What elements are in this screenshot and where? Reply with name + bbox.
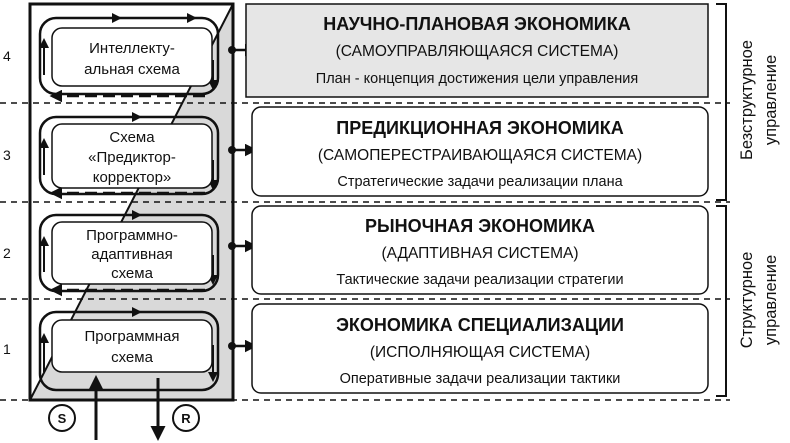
economy-box-1 (251, 303, 709, 394)
scheme-loop-4 (38, 16, 220, 96)
level-separators (0, 102, 730, 401)
scheme-box-4 (51, 27, 213, 87)
scheme-label-4-line-1: Интеллекту- (89, 40, 175, 57)
economy-system-4: (САМОУПРАВЛЯЮЩАЯСЯ СИСТЕМА) (336, 43, 619, 60)
level-number-3: 3 (3, 147, 11, 163)
input-r-label: R (181, 411, 191, 426)
connector-dot-4 (228, 46, 236, 54)
scheme-label-2-line-1: Программно- (86, 227, 178, 244)
economy-box-2 (251, 205, 709, 295)
scheme-label-3-line-3: корректор» (93, 169, 172, 186)
scheme-label-1-line-1: Программная (85, 328, 180, 345)
bracket-bottom (716, 205, 727, 397)
bracket-top (716, 3, 727, 201)
economy-box-3 (251, 106, 709, 197)
scheme-box-1 (51, 319, 213, 373)
economy-task-3: Стратегические задачи реализации плана (337, 174, 623, 190)
economy-title-1: ЭКОНОМИКА СПЕЦИАЛИЗАЦИИ (336, 315, 624, 335)
group-label-bottom-line-1: Структурное (738, 252, 756, 349)
economy-system-3: (САМОПЕРЕСТРАИВАЮЩАЯСЯ СИСТЕМА) (318, 147, 642, 164)
group-label-bottom-line-2: управление (762, 255, 780, 345)
scheme-label-3-line-2: «Предиктор- (88, 149, 176, 166)
scheme-label-4-line-2: альная схема (84, 61, 180, 78)
economy-task-4: План - концепция достижения цели управле… (316, 71, 638, 87)
economy-system-2: (АДАПТИВНАЯ СИСТЕМА) (381, 245, 578, 262)
scheme-label-2-line-2: адаптивная (91, 246, 173, 263)
economy-system-1: (ИСПОЛНЯЮЩАЯ СИСТЕМА) (370, 344, 590, 361)
input-r-circle (172, 404, 200, 432)
connector-dot-2 (228, 242, 236, 250)
connector-dot-1 (228, 342, 236, 350)
scheme-box-2 (51, 221, 213, 285)
scheme-label-2-line-3: схема (111, 265, 153, 282)
group-label-top-line-2: управление (762, 55, 780, 145)
economy-title-4: НАУЧНО-ПЛАНОВАЯ ЭКОНОМИКА (323, 14, 630, 34)
level-number-1: 1 (3, 341, 11, 357)
level-number-4: 4 (3, 48, 11, 64)
level-number-2: 2 (3, 245, 11, 261)
input-s-label: S (58, 411, 67, 426)
economy-title-3: ПРЕДИКЦИОННАЯ ЭКОНОМИКА (336, 118, 623, 138)
group-label-top-line-1: Безструктурное (738, 40, 756, 160)
scheme-box-3 (51, 123, 213, 189)
scheme-label-1-line-2: схема (111, 349, 153, 366)
economy-task-1: Оперативные задачи реализации тактики (340, 371, 621, 387)
connector-dot-3 (228, 146, 236, 154)
scheme-label-3-line-1: Схема (109, 129, 155, 146)
input-s-circle (48, 404, 76, 432)
economy-task-2: Тактические задачи реализации стратегии (336, 272, 623, 288)
economy-title-2: РЫНОЧНАЯ ЭКОНОМИКА (365, 216, 595, 236)
economy-box-4 (245, 3, 709, 98)
